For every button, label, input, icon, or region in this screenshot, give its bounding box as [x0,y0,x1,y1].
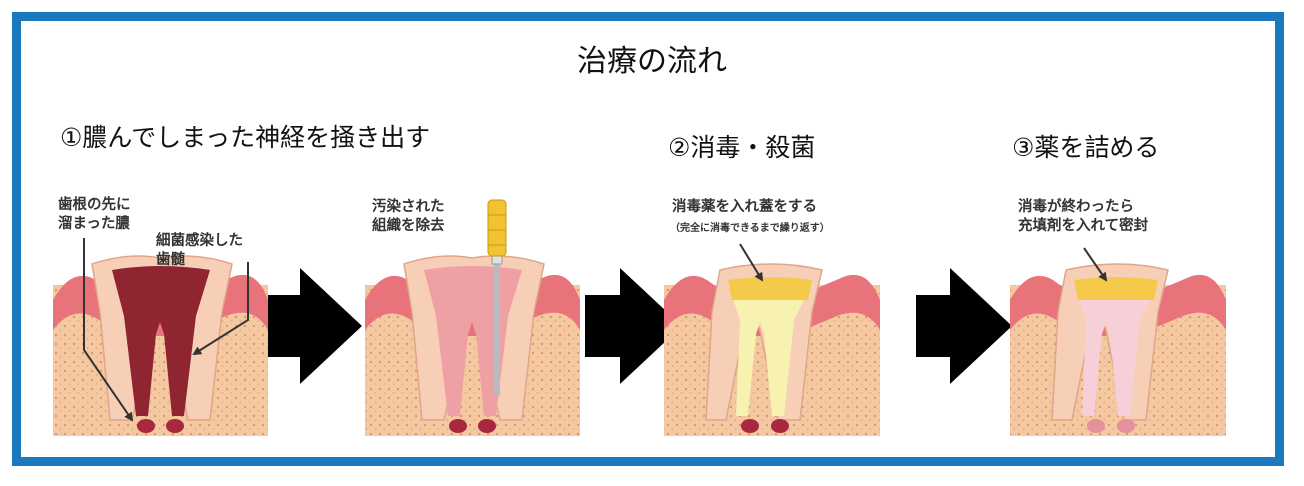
pus-annotation-line-1: 歯根の先に [58,197,131,213]
removal-annotation-line-2: 組織を除去 [372,218,445,234]
pus-leader-line [83,238,134,422]
fill-annotation-line-2: 充填剤を入れて密封 [1018,218,1149,234]
step-3-label: ③薬を詰める [1012,133,1160,162]
fill-annotation-line-1: 消毒が終わったら [1018,199,1134,215]
pus-annotation-line-2: 溜まった膿 [58,216,130,232]
diagram-title: 治療の流れ [577,44,727,79]
pulp-annotation-line-2: 歯髄 [156,252,185,268]
disinfect-note: （完全に消毒できるまで繰り返す） [670,223,830,234]
tooth-infected-icon [53,255,268,436]
arrow-right-icon [916,268,1012,384]
step-1-label: ①膿んでしまった神経を掻き出す [60,123,431,152]
arrow-right-icon [585,268,682,384]
arrow-right-icon [268,268,362,384]
tooth-disinfect-icon [664,263,880,436]
disinfect-leader-line [739,243,764,282]
fill-leader-line [1083,247,1108,282]
pulp-annotation-line-1: 細菌感染した [156,233,243,249]
pulp-leader-line [192,262,249,356]
tooth-filled-icon [1010,263,1226,436]
removal-annotation-line-1: 汚染された [372,199,445,215]
tooth-file-icon [365,199,580,436]
disinfect-annotation: 消毒薬を入れ蓋をする [672,199,817,215]
step-2-label: ②消毒・殺菌 [668,133,816,162]
